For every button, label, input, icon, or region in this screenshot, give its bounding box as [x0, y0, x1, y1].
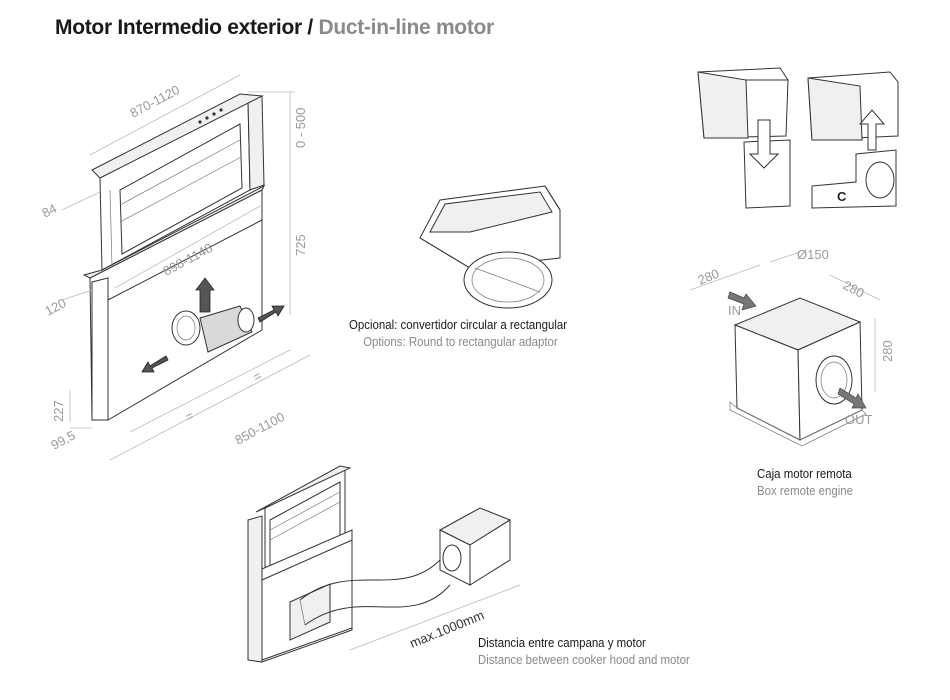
dim-depth-top: 84 — [39, 201, 59, 221]
adaptor-caption-en: Options: Round to rectangular adaptor — [363, 334, 558, 349]
airflow-arrows-icon — [141, 277, 285, 373]
installed-hood-with-duct — [247, 465, 521, 663]
title-en: Duct-in-line motor — [318, 16, 495, 39]
page-title: Motor Intermedio exterior / Duct-in-line… — [55, 16, 494, 40]
distance-caption: Distancia entre campana y motor Distance… — [478, 634, 690, 668]
box-dim-height: 280 — [880, 340, 895, 362]
title-separator: / — [307, 16, 313, 39]
dim-height: 725 — [293, 234, 308, 256]
detail-c-box-diagram — [697, 67, 899, 209]
round-outlet-icon — [171, 305, 255, 353]
dim-width-top: 870-1120 — [127, 82, 182, 121]
dim-bottom-height: 227 — [51, 400, 66, 422]
adaptor-caption-es: Opcional: convertidor circular a rectang… — [349, 317, 568, 332]
in-label: IN — [728, 303, 741, 318]
control-panel-icon — [198, 108, 223, 124]
box-dim-diameter: Ø150 — [797, 247, 829, 262]
remote-box-caption-en: Box remote engine — [757, 483, 854, 498]
distance-caption-en: Distance between cooker hood and motor — [478, 652, 690, 667]
dim-base-width: 850-1100 — [232, 409, 287, 448]
dim-equal-right: = — [250, 368, 264, 385]
dim-lift: 0 - 500 — [293, 108, 308, 148]
dim-bottom-depth: 99,5 — [48, 428, 77, 453]
title-es: Motor Intermedio exterior — [55, 16, 302, 39]
remote-box-caption-es: Caja motor remota — [757, 466, 852, 481]
max-distance-label: max.1000mm — [408, 607, 487, 650]
box-dim-depth: 280 — [841, 277, 867, 300]
main-hood-diagram — [61, 74, 311, 461]
adaptor-caption: Opcional: convertidor circular a rectang… — [349, 316, 567, 350]
remote-motor-box — [689, 251, 881, 447]
detail-label-c: C — [837, 189, 847, 204]
remote-box-caption: Caja motor remota Box remote engine — [757, 465, 853, 499]
out-label: OUT — [845, 412, 873, 427]
distance-caption-es: Distancia entre campana y motor — [478, 635, 646, 650]
box-dim-width: 280 — [696, 266, 722, 288]
round-to-rectangular-adaptor — [419, 185, 561, 309]
